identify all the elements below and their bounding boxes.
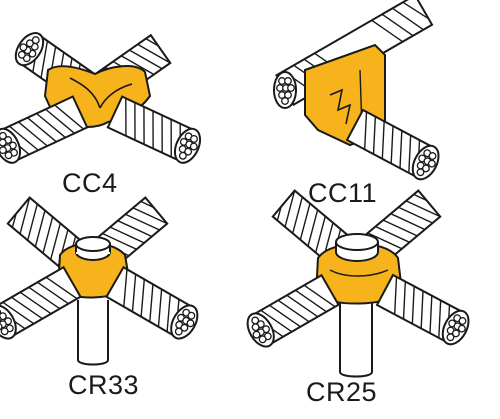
cc4-label: CC4 — [62, 168, 118, 198]
cr33-connector — [0, 196, 204, 366]
cr25-cable-lower-right — [376, 273, 475, 350]
cr33-ground-rod — [77, 300, 109, 366]
cc4-cable-lower-right — [106, 95, 207, 168]
cc11-label: CC11 — [308, 178, 378, 208]
cc4-connector — [0, 27, 207, 168]
cc11-cable-tap — [346, 108, 445, 185]
cr25-label: CR25 — [306, 377, 378, 407]
cc11-connector — [273, 0, 445, 185]
cr33-cable-lower-right — [105, 266, 204, 345]
cr33-cable-lower-left — [0, 266, 82, 345]
cr25-cable-lower-left — [241, 274, 340, 353]
cr33-label: CR33 — [68, 370, 140, 400]
cr25-ground-rod — [339, 300, 373, 378]
cc4-cable-lower-left — [0, 95, 89, 168]
cr25-connector — [241, 189, 475, 378]
